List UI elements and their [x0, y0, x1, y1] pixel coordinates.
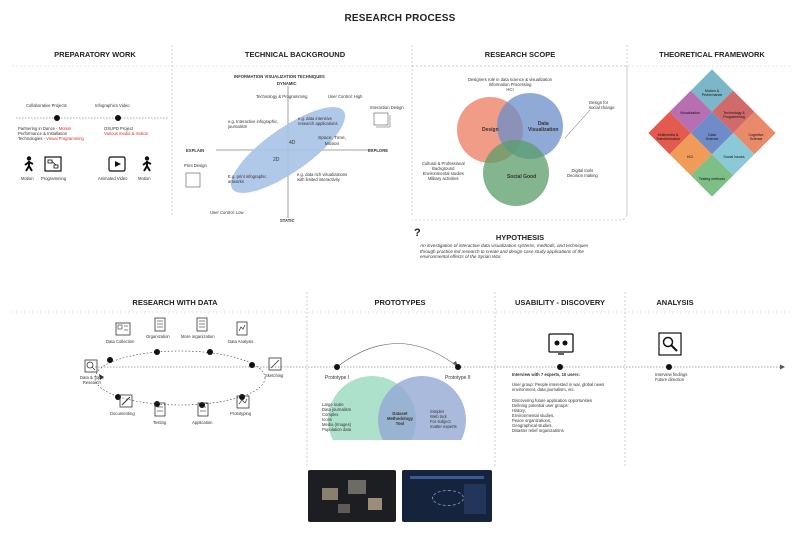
motion-label-2: Motion — [138, 176, 151, 181]
theory-label-viz: Visualization — [680, 111, 700, 115]
data-analysis-icon — [236, 321, 248, 336]
hypothesis-text: An investigation of interactive data vis… — [420, 243, 630, 260]
prototyping-icon — [236, 395, 250, 409]
theory-diamond: Motion &Performance Visualization Techno… — [632, 68, 792, 198]
topic-research-label: Data & TopicResearch — [80, 375, 104, 385]
application-label: Application — [192, 420, 213, 425]
theory-label-social: Social Issues — [723, 155, 744, 159]
programming-icon — [44, 156, 62, 172]
testing-label: Testing — [153, 420, 166, 425]
user-low-label: User Control: Low — [210, 210, 244, 215]
theory-label-testing: Testing methods — [699, 177, 725, 181]
static-label: STATIC — [280, 218, 295, 223]
cycle-dot — [107, 357, 113, 363]
infographics-label: Infographics Video — [95, 103, 130, 108]
organization-label: Organization — [146, 334, 170, 339]
data-collection-label: Data Collection — [106, 339, 134, 344]
sketching-icon — [268, 357, 282, 371]
example-interactive: e.g. Interactive infographic,journalism — [228, 119, 278, 129]
cycle-dot — [207, 349, 213, 355]
label-4d: 4D — [289, 140, 295, 146]
prototype-2-screenshot — [402, 470, 492, 522]
theory-label-multimedia: Multimedia &Transformation — [656, 133, 680, 141]
social-good-circle — [483, 140, 549, 206]
design-label: Design — [482, 127, 499, 133]
prototype-dot — [455, 364, 461, 370]
theory-label-hci: HCI — [687, 155, 693, 159]
designers-role-text: Designers role in data science & visuali… — [440, 77, 580, 92]
user-group-text: User group: People interested in war, gl… — [512, 382, 604, 392]
social-good-label: Social Good — [507, 174, 536, 180]
theory-label-tech: Technology &Programming — [723, 111, 745, 119]
prototyping-label: Prototyping — [230, 411, 251, 416]
explore-label: EXPLORE — [368, 148, 388, 153]
programming-label: Programming — [41, 176, 66, 181]
animated-video-icon — [108, 156, 126, 172]
person-motion-icon — [22, 156, 36, 172]
discovery-list: Discovering future application opportuni… — [512, 398, 592, 433]
prototype-dot — [334, 364, 340, 370]
testing-icon — [154, 402, 166, 417]
hypothesis-title: HYPOTHESIS — [420, 233, 620, 242]
prototype-1-screenshot — [308, 470, 396, 522]
usability-icon — [548, 332, 574, 356]
prototype-2-label: Prototype II — [445, 375, 471, 381]
organization-icon — [154, 317, 166, 332]
more-organization-label: More organization — [181, 334, 215, 339]
data-collection-icon — [115, 322, 131, 336]
interview-heading: Interview with 7 experts, 10 users: — [512, 372, 580, 377]
user-high-label: User Control: High — [328, 94, 362, 99]
collab-label: Collaborative Projects — [26, 103, 67, 108]
cycle-dot — [249, 362, 255, 368]
application-icon — [197, 402, 209, 417]
interaction-label: Interaction Design — [370, 105, 404, 110]
analysis-dot — [665, 363, 673, 371]
analysis-icon — [658, 332, 682, 356]
usability-dot — [556, 363, 564, 371]
search-topic-icon — [84, 359, 98, 373]
documenting-icon — [119, 394, 133, 408]
motion-label: Motion — [21, 176, 34, 181]
example-research: e.g. data intensiveresearch applications — [298, 116, 338, 126]
interaction-box — [374, 113, 388, 125]
dynamic-label: DYNAMIC — [277, 81, 297, 86]
viz-techniques-heading: INFORMATION VISUALIZATION TECHNIQUES — [234, 74, 325, 79]
print-box — [186, 173, 200, 187]
timeline-dot — [115, 115, 121, 121]
person-motion-icon-2 — [140, 156, 154, 172]
more-organization-icon — [196, 317, 208, 332]
space-time-label: Space, Time,Motion — [318, 136, 346, 147]
cycle-dot — [154, 349, 160, 355]
documenting-label: Documenting — [110, 411, 135, 416]
prototype-1-label: Prototype I — [325, 375, 349, 381]
data-analysis-label: Data Analysis — [228, 339, 253, 344]
timeline-dot — [54, 115, 60, 121]
preparatory-timeline-dots — [10, 108, 170, 128]
technologies-text: Technologies - Visual Programming — [18, 136, 84, 141]
various-text: Various media & motion — [104, 131, 148, 136]
animated-video-label: Animated Video — [98, 176, 128, 181]
tech-prog-label: Technology & Programming — [256, 94, 307, 99]
explain-label: EXPLAIN — [186, 148, 204, 153]
print-label: Print Design — [184, 163, 207, 168]
sketching-label: Sketching — [265, 373, 283, 378]
label-2d: 2D — [273, 157, 279, 163]
